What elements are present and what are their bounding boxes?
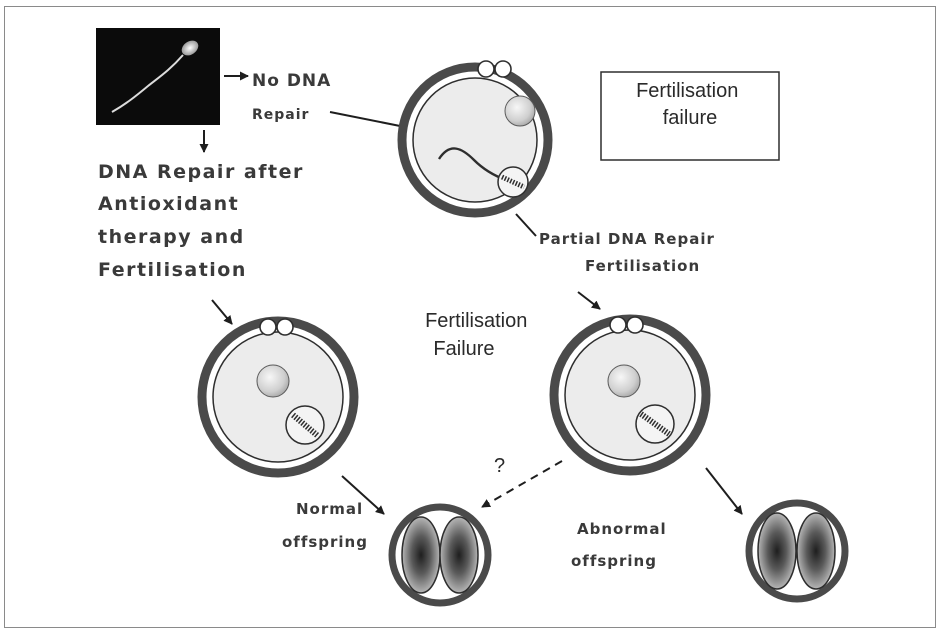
dna-repair-label-4: Fertilisation bbox=[98, 259, 247, 281]
svg-text:No DNA Repair: No DNA Repair bbox=[252, 71, 338, 123]
no-repair-label-1: No DNA bbox=[252, 71, 331, 91]
svg-text:Abnormal offspring: Abnormal offspring bbox=[571, 520, 673, 570]
dna-repair-label-1: DNA Repair after bbox=[98, 161, 304, 183]
arrow-to-abnormal-embryo bbox=[706, 468, 742, 514]
partial-repair-label-2: Fertilisation bbox=[585, 257, 700, 275]
svg-text:Fertilisation Failure: Fertilisation Failure bbox=[425, 310, 533, 360]
dna-repair-label-3: therapy and bbox=[98, 226, 245, 248]
no-repair-label-2: Repair bbox=[252, 107, 309, 123]
dna-repair-label-2: Antioxidant bbox=[98, 193, 239, 215]
svg-text:Normal offspring: Normal offspring bbox=[282, 500, 369, 551]
question-mark: ? bbox=[494, 455, 505, 477]
svg-text:DNA Repair after Antioxi: DNA Repair after Antioxidant therapy and… bbox=[98, 161, 312, 281]
box-label-2: failure bbox=[663, 107, 717, 129]
arrow-to-right-oocyte bbox=[578, 292, 600, 309]
arrow-to-top-oocyte bbox=[330, 112, 410, 128]
arrow-to-left-oocyte bbox=[212, 300, 232, 324]
left-oocyte bbox=[202, 319, 354, 473]
fertilisation-failure-box: Fertilisation failure bbox=[601, 72, 779, 160]
pointer-partial-repair bbox=[516, 214, 536, 236]
box-label-1: Fertilisation bbox=[636, 80, 738, 102]
abnormal-embryo bbox=[749, 503, 845, 599]
mid-failure-label-2: Failure bbox=[433, 338, 494, 360]
abnormal-label-2: offspring bbox=[571, 552, 657, 570]
abnormal-label-1: Abnormal bbox=[577, 520, 667, 538]
normal-embryo bbox=[392, 507, 488, 603]
right-oocyte bbox=[554, 317, 706, 471]
top-oocyte bbox=[402, 61, 548, 213]
normal-label-2: offspring bbox=[282, 533, 368, 551]
svg-text:Partial DNA Repair Ferti: Partial DNA Repair Fertilisation bbox=[539, 230, 721, 275]
normal-label-1: Normal bbox=[296, 500, 363, 518]
partial-repair-label-1: Partial DNA Repair bbox=[539, 230, 715, 248]
sperm-image bbox=[96, 28, 220, 125]
mid-failure-label-1: Fertilisation bbox=[425, 310, 527, 332]
